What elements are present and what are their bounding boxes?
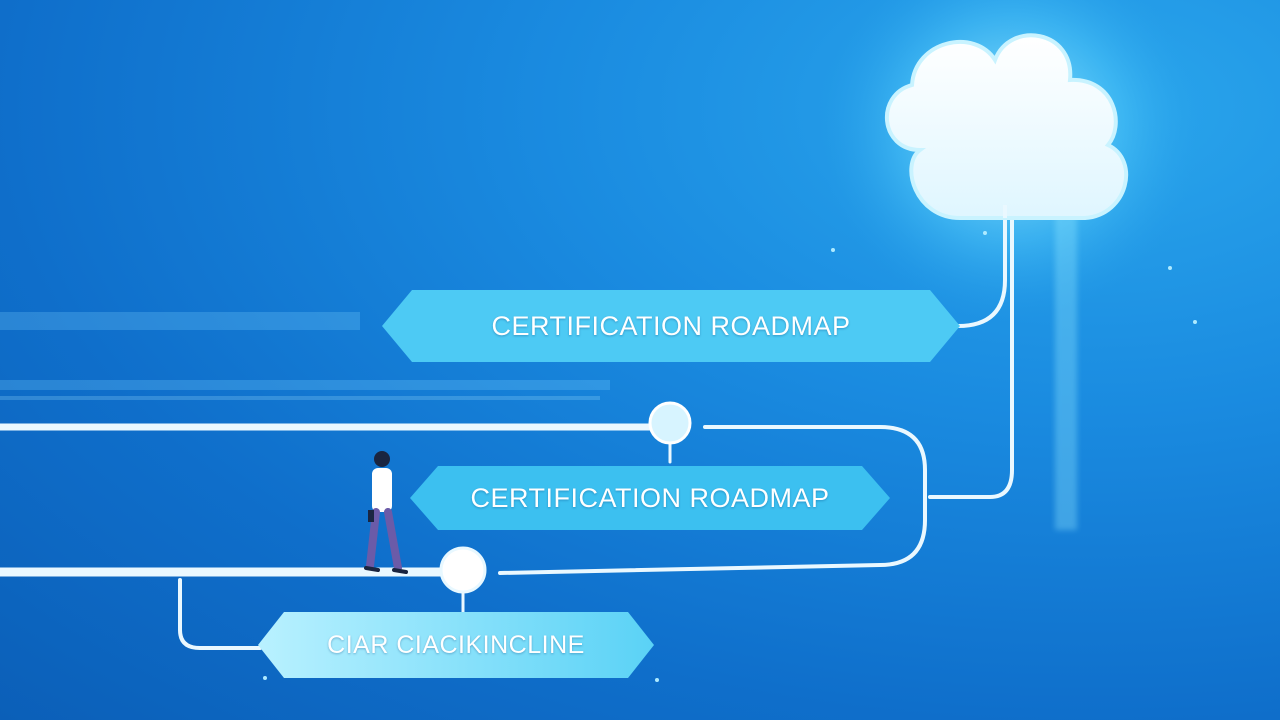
walking-person-icon — [364, 451, 408, 574]
sparkles — [263, 231, 1197, 682]
cloud-beam — [1055, 200, 1077, 530]
roadmap-banner-bottom: CIAR CIACIKINCLINE — [258, 612, 654, 678]
roadmap-banner-middle: CERTIFICATION ROADMAP — [410, 466, 890, 530]
path-line-top-right — [498, 425, 927, 575]
cloud-connector-top — [956, 203, 1007, 328]
cloud-connector-right — [928, 218, 1014, 499]
roadmap-lines — [0, 203, 1014, 650]
background-streaks — [0, 312, 610, 400]
path-line-drop — [178, 578, 262, 650]
cloud-icon — [885, 33, 1129, 220]
banner-bottom-label: CIAR CIACIKINCLINE — [327, 630, 585, 659]
roadmap-node-top — [648, 401, 692, 445]
banner-top-label: CERTIFICATION ROADMAP — [491, 310, 851, 341]
roadmap-banner-top: CERTIFICATION ROADMAP — [382, 290, 960, 362]
roadmap-node-bottom — [439, 546, 487, 594]
banner-middle-label: CERTIFICATION ROADMAP — [470, 482, 830, 513]
